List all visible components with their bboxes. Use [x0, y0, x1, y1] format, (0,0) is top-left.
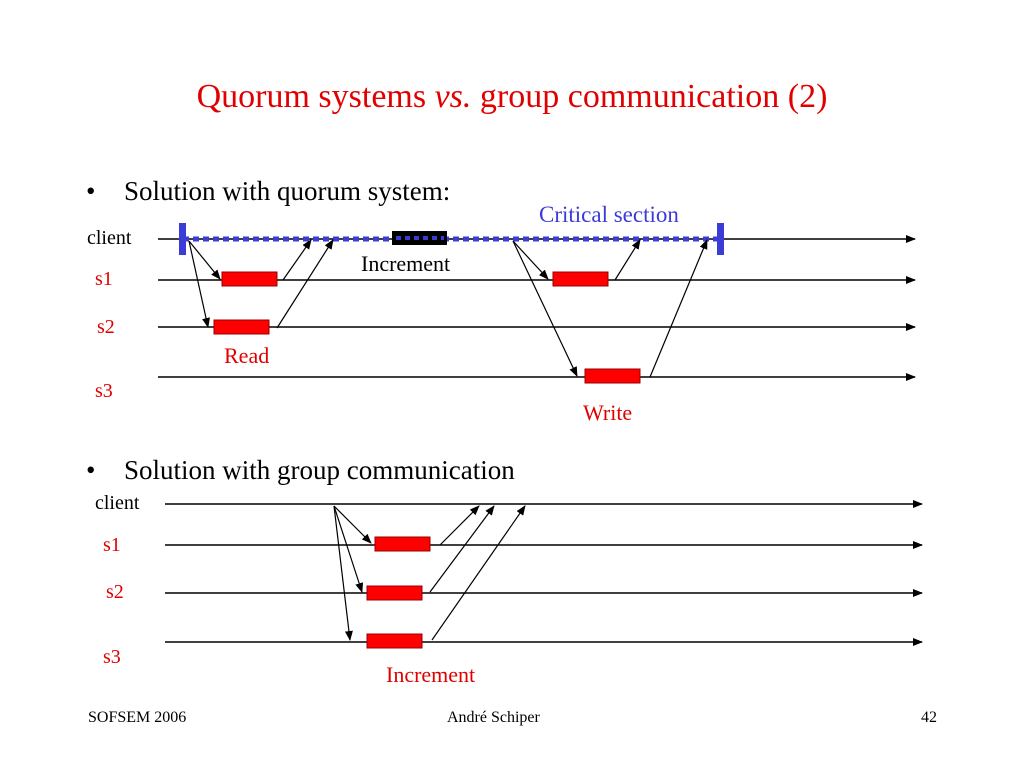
msg-broadcast-s2: [333, 505, 364, 593]
label-increment-2: Increment: [386, 662, 475, 687]
bullet-quorum-text: Solution with quorum system:: [124, 176, 451, 206]
read-box-s2: [213, 319, 270, 335]
critical-section-start-marker: [179, 223, 186, 255]
msg-read-reply-s2: [276, 239, 334, 329]
msg-write-reply-s1: [614, 239, 641, 281]
title-part2: group communication (2): [471, 78, 828, 115]
bullet-group-text: Solution with group communication: [124, 455, 515, 485]
label-s1-1: s1: [95, 268, 113, 290]
write-box-s3: [584, 368, 641, 384]
group-communication-diagram: client s1 s2 s3 Increment: [95, 492, 923, 687]
increment-box-client: [392, 231, 447, 245]
label-s2-2: s2: [106, 581, 124, 603]
msg-write-req-s1: [512, 240, 549, 280]
quorum-diagram: client s1 s2 s3 Critical section Increme…: [87, 202, 916, 425]
footer-conference: SOFSEM 2006: [88, 709, 187, 726]
footer-page-number: 42: [921, 709, 937, 726]
increment-box-s2: [366, 585, 423, 601]
label-s2-1: s2: [97, 316, 115, 338]
label-client-2: client: [95, 492, 140, 514]
increment-box-s1: [374, 536, 431, 552]
write-box-s1: [552, 271, 609, 287]
msg-read-req-s1: [188, 240, 221, 280]
bullet-group-communication: • Solution with group communication: [86, 455, 515, 486]
bullet-dot-icon: •: [86, 176, 96, 206]
bullet-dot-icon: •: [86, 455, 96, 485]
msg-broadcast-s1: [333, 505, 372, 544]
msg-reply-s2: [429, 505, 495, 593]
label-read: Read: [224, 343, 269, 368]
msg-write-reply-s3: [649, 239, 708, 378]
label-critical-section: Critical section: [539, 202, 679, 227]
title-part1: Quorum systems: [196, 78, 435, 115]
slide-title: Quorum systems vs. group communication (…: [0, 78, 1024, 116]
bullet-quorum: • Solution with quorum system:: [86, 176, 450, 207]
label-s3-1: s3: [95, 380, 113, 402]
msg-read-req-s2: [188, 240, 210, 328]
title-emphasis: vs.: [434, 78, 472, 115]
read-box-s1: [221, 271, 278, 287]
msg-broadcast-s3: [333, 505, 353, 641]
label-write: Write: [583, 400, 632, 425]
label-s1-2: s1: [103, 534, 121, 556]
footer-author: André Schiper: [447, 709, 540, 726]
label-s3-2: s3: [103, 646, 121, 668]
critical-section-end-marker: [717, 223, 724, 255]
msg-reply-s1: [439, 505, 480, 546]
msg-write-req-s3: [512, 240, 578, 377]
msg-reply-s3: [431, 505, 526, 641]
increment-box-s3: [366, 633, 423, 649]
msg-read-reply-s1: [282, 239, 312, 281]
label-client-1: client: [87, 227, 132, 249]
label-increment-1: Increment: [361, 251, 450, 276]
